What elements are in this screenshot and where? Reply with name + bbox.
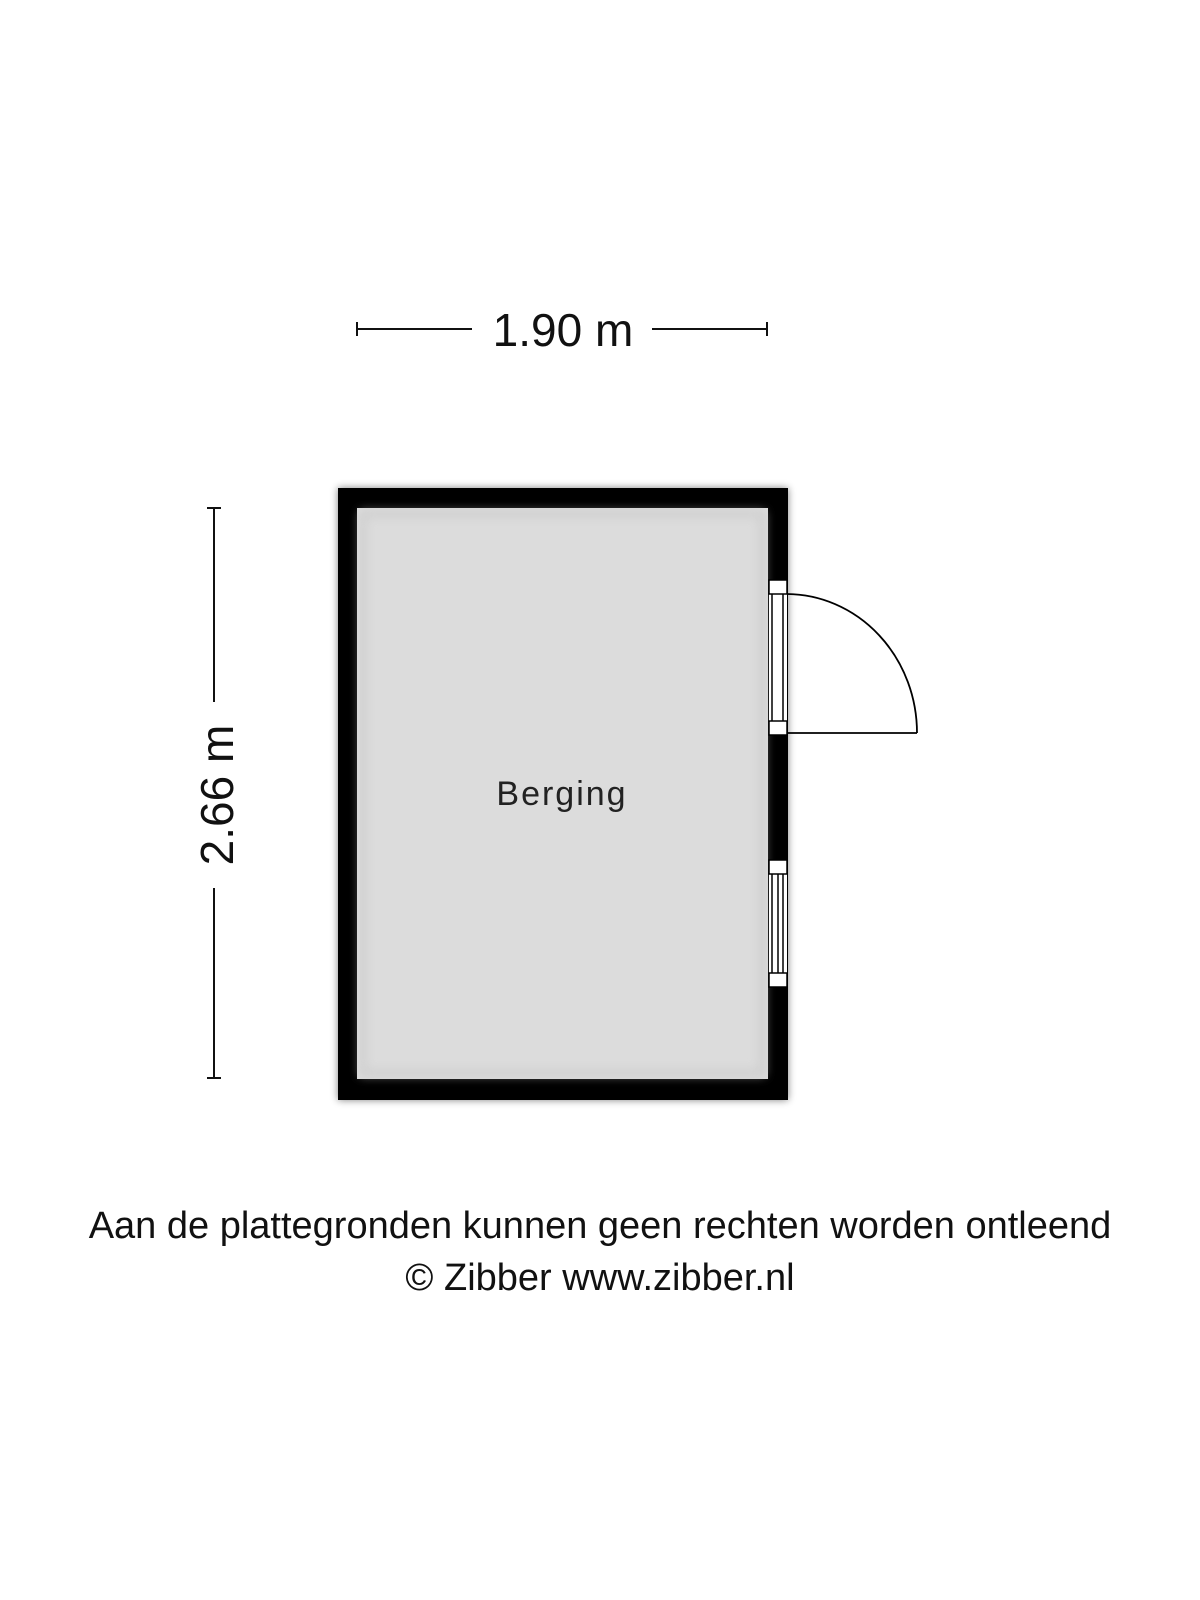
height-label: 2.66 m bbox=[191, 725, 243, 866]
window-frame-bottom bbox=[768, 972, 788, 988]
room-label: Berging bbox=[496, 775, 627, 813]
room-floor-inner-shade bbox=[360, 511, 765, 1076]
door-frame-top bbox=[768, 579, 788, 595]
window-frame-top bbox=[768, 859, 788, 875]
door bbox=[768, 579, 918, 736]
door-swing-arc bbox=[786, 593, 918, 734]
disclaimer-text: Aan de plattegronden kunnen geen rechten… bbox=[88, 1205, 1112, 1247]
copyright-text: © Zibber www.zibber.nl bbox=[405, 1257, 795, 1299]
room-berging: Berging bbox=[338, 488, 788, 1100]
height-dimension: 2.66 m bbox=[191, 507, 243, 1079]
width-label: 1.90 m bbox=[493, 304, 634, 356]
room-floor bbox=[357, 508, 768, 1079]
window bbox=[768, 859, 788, 988]
width-dimension: 1.90 m bbox=[356, 304, 768, 356]
door-frame-bottom bbox=[768, 720, 788, 736]
